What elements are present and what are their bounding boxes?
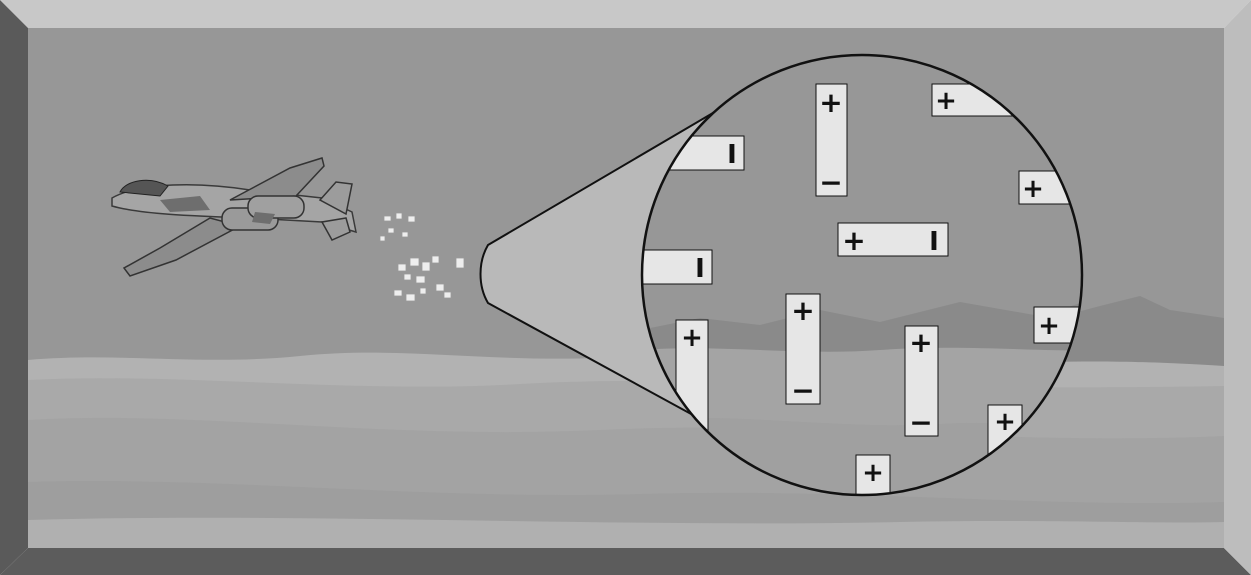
- dipole-particle-horizontal: + I: [837, 222, 949, 257]
- svg-text:+: +: [1038, 311, 1060, 341]
- svg-text:I: I: [727, 140, 737, 170]
- svg-text:I: I: [695, 254, 705, 284]
- minus-sign: −: [791, 374, 814, 407]
- plus-sign: +: [791, 294, 814, 327]
- plus-sign: +: [842, 224, 865, 257]
- magnifier-outline: [640, 53, 1084, 497]
- svg-text:+: +: [862, 458, 884, 488]
- edge-particle: +: [855, 454, 891, 495]
- svg-text:+: +: [935, 86, 957, 116]
- minus-sign: −: [819, 166, 842, 199]
- plus-sign: +: [819, 86, 842, 119]
- edge-particle: I: [642, 249, 713, 285]
- bar-sign: I: [929, 227, 939, 257]
- plus-sign: +: [909, 326, 932, 359]
- particle-spray-icon: [379, 212, 465, 302]
- svg-text:+: +: [681, 323, 703, 353]
- svg-text:+: +: [1022, 174, 1044, 204]
- edge-particle: +: [1033, 306, 1082, 344]
- svg-text:+: +: [994, 407, 1016, 437]
- dipole-particle: + −: [815, 83, 848, 199]
- dipole-particle: + −: [904, 325, 939, 439]
- dipole-particle: + −: [785, 293, 821, 407]
- minus-sign: −: [909, 406, 932, 439]
- jet-aircraft-icon: [111, 157, 357, 277]
